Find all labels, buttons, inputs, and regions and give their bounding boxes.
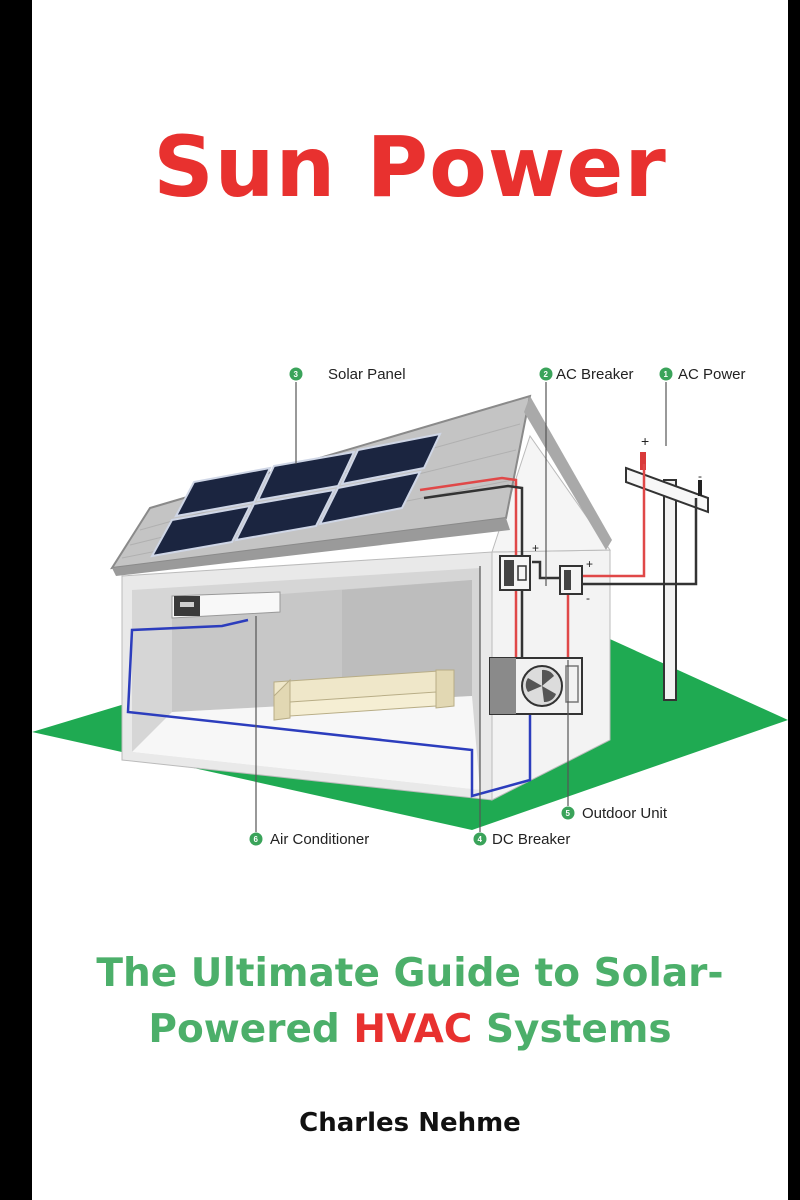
leader-lines — [255, 382, 667, 832]
svg-text:-: - — [698, 469, 702, 483]
outdoor-unit — [489, 657, 583, 715]
label-solar-panel: 3 Solar Panel — [289, 366, 406, 383]
svg-text:Outdoor Unit: Outdoor Unit — [582, 805, 668, 822]
subtitle-line-2-end: Systems — [472, 1007, 672, 1052]
solar-panels — [150, 432, 442, 558]
label-outdoor-unit: 5 Outdoor Unit — [561, 805, 668, 822]
svg-text:AC Power: AC Power — [678, 366, 746, 383]
svg-text:Solar Panel: Solar Panel — [328, 366, 406, 383]
author-name: Charles Nehme — [299, 1108, 521, 1138]
sofa — [273, 669, 455, 721]
subtitle-highlight: HVAC — [353, 1007, 473, 1052]
label-air-conditioner: 6 Air Conditioner — [249, 831, 369, 848]
utility-pole: + - — [625, 433, 709, 701]
subtitle-line-2-start: Powered — [148, 1007, 354, 1052]
svg-text:4: 4 — [478, 835, 483, 844]
svg-text:Air Conditioner: Air Conditioner — [270, 831, 369, 848]
indoor-ac-unit — [171, 591, 281, 619]
svg-text:+: + — [641, 433, 649, 449]
wiring — [126, 464, 698, 798]
book-subtitle: The Ultimate Guide to Solar- Powered HVA… — [32, 946, 788, 1058]
ac-breaker-box: + - + — [532, 541, 593, 605]
svg-text:5: 5 — [566, 809, 571, 818]
subtitle-line-1: The Ultimate Guide to Solar- — [96, 951, 724, 996]
svg-text:+: + — [532, 541, 539, 555]
label-dc-breaker: 4 DC Breaker — [473, 831, 570, 848]
right-edge — [788, 0, 800, 1200]
svg-text:6: 6 — [254, 835, 259, 844]
solar-hvac-diagram: + - — [32, 366, 788, 848]
svg-text:2: 2 — [544, 370, 549, 379]
label-ac-breaker: 2 AC Breaker — [539, 366, 634, 383]
book-cover: Sun Power + - — [32, 0, 788, 1200]
svg-text:AC Breaker: AC Breaker — [556, 366, 634, 383]
svg-text:DC Breaker: DC Breaker — [492, 831, 570, 848]
svg-text:-: - — [586, 591, 590, 605]
svg-text:1: 1 — [664, 370, 669, 379]
book-title: Sun Power — [153, 118, 667, 216]
svg-text:3: 3 — [294, 370, 299, 379]
svg-text:+: + — [586, 557, 593, 571]
label-ac-power: 1 AC Power — [659, 366, 746, 383]
dc-breaker-box — [499, 555, 531, 591]
